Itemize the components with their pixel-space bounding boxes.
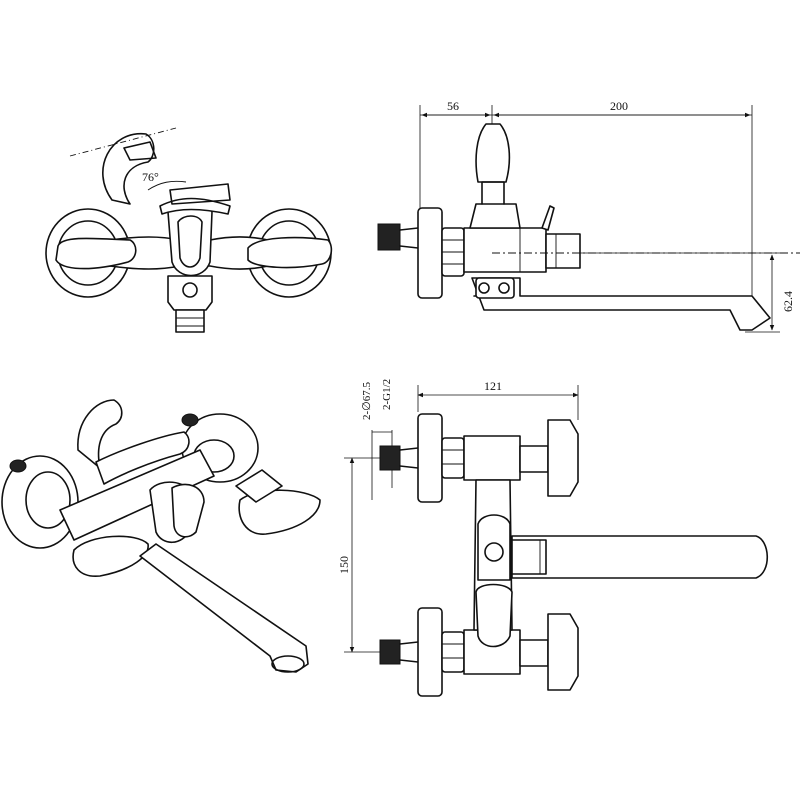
isometric-view: [1, 399, 321, 673]
angle-label: 76°: [142, 170, 159, 184]
dim-connection-a: 2-∅67.5: [361, 382, 373, 420]
side-view: 56 200 62.4: [377, 99, 800, 333]
dim-56: 56: [447, 99, 459, 113]
dim-150: 150: [337, 556, 351, 574]
front-view: 76°: [45, 127, 333, 333]
dim-200: 200: [610, 99, 628, 113]
dim-62-4: 62.4: [781, 291, 795, 312]
top-view: 121 150 2-∅67.5 2-G1/2: [337, 379, 769, 697]
dim-121: 121: [484, 379, 502, 393]
dim-connection-b: 2-G1/2: [381, 379, 393, 410]
